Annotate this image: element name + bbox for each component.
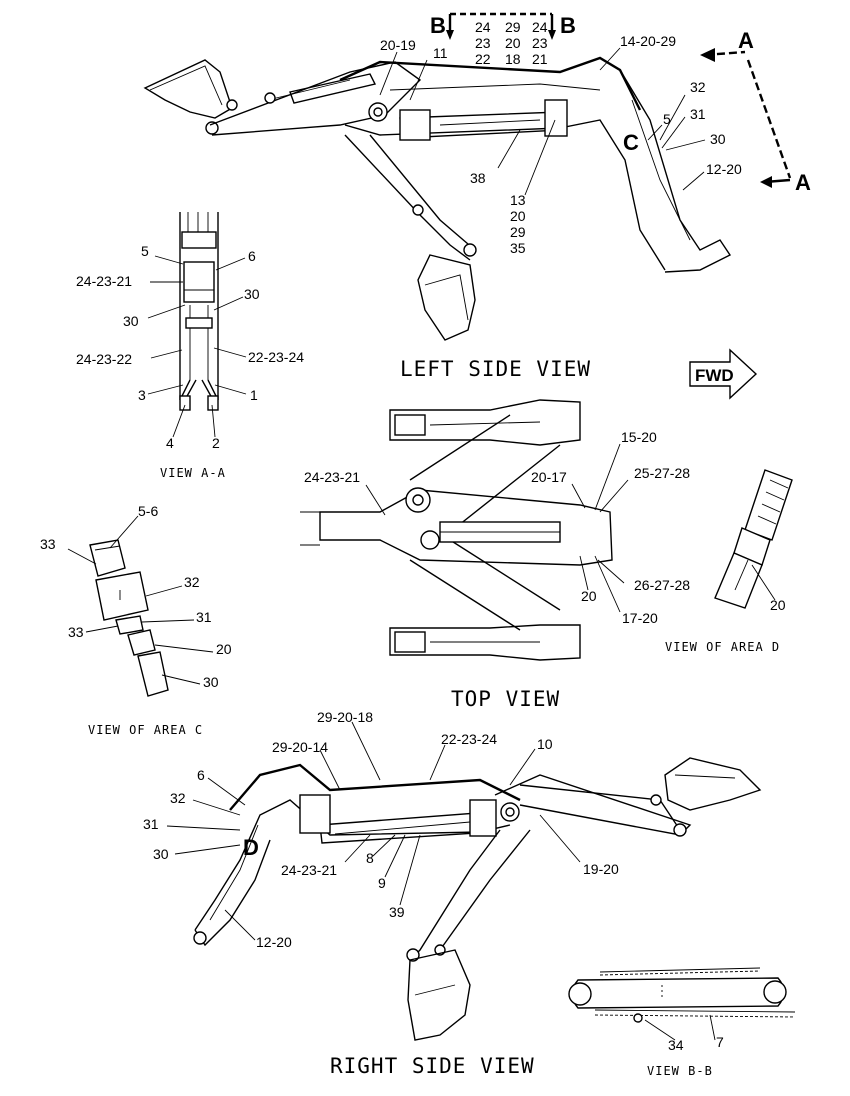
right-callout-12-20: 12-20: [256, 934, 292, 950]
top-callout-24-23-21: 24-23-21: [304, 469, 360, 485]
section-a-bottom-letter: A: [795, 170, 811, 195]
callout-22: 22: [475, 51, 491, 67]
top-callout-26-27-28: 26-27-28: [634, 577, 690, 593]
bb-callout-7: 7: [716, 1034, 724, 1050]
right-callout-32: 32: [170, 790, 186, 806]
section-a-top-letter: A: [738, 28, 754, 53]
callout-20: 20: [505, 35, 521, 51]
right-callout-39: 39: [389, 904, 405, 920]
area-c-callout-33-bottom: 33: [68, 624, 84, 640]
right-side-view-title: RIGHT SIDE VIEW: [330, 1054, 535, 1078]
callout-29: 29: [505, 19, 521, 35]
callout-32: 32: [690, 79, 706, 95]
view-area-c: 5-6 33 32 31 33 20 30 VIEW OF AREA C: [40, 503, 232, 737]
right-callout-9: 9: [378, 875, 386, 891]
view-a-a-title: VIEW A-A: [160, 466, 226, 480]
right-callout-22-23-24: 22-23-24: [441, 731, 497, 747]
callout-20c: 20: [510, 208, 526, 224]
view-b-b: 34 7 VIEW B-B: [568, 967, 796, 1078]
callout-35: 35: [510, 240, 526, 256]
area-d-callout-20: 20: [770, 597, 786, 613]
right-callout-29-20-14: 29-20-14: [272, 739, 328, 755]
bb-callout-34: 34: [668, 1037, 684, 1053]
area-c-callout-31: 31: [196, 609, 212, 625]
aa-callout-6: 6: [248, 248, 256, 264]
left-side-view: B B A A C 24 23 22 29 20 18 24 23 21 20-…: [143, 12, 811, 381]
fwd-label: FWD: [695, 366, 734, 385]
left-side-view-title: LEFT SIDE VIEW: [400, 357, 591, 381]
callout-13: 13: [510, 192, 526, 208]
area-c-callout-32: 32: [184, 574, 200, 590]
top-callout-25-27-28: 25-27-28: [634, 465, 690, 481]
view-a-a: 5 6 24-23-21 30 30 24-23-22 22-23-24 3 1…: [76, 212, 304, 480]
callout-24b: 24: [532, 19, 548, 35]
callout-5: 5: [663, 111, 671, 127]
top-callout-17-20: 17-20: [622, 610, 658, 626]
right-callout-10: 10: [537, 736, 553, 752]
aa-callout-1: 1: [250, 387, 258, 403]
callout-18: 18: [505, 51, 521, 67]
aa-callout-24-23-22: 24-23-22: [76, 351, 132, 367]
aa-callout-30-left: 30: [123, 313, 139, 329]
view-area-d-title: VIEW OF AREA D: [665, 640, 780, 654]
section-b-left-letter: B: [430, 13, 446, 38]
forward-arrow: FWD: [689, 348, 758, 400]
area-d-marker: D: [243, 835, 259, 860]
aa-callout-2: 2: [212, 435, 220, 451]
right-callout-8: 8: [366, 850, 374, 866]
top-callout-15-20: 15-20: [621, 429, 657, 445]
right-callout-24-23-21: 24-23-21: [281, 862, 337, 878]
area-c-callout-20: 20: [216, 641, 232, 657]
callout-31: 31: [690, 106, 706, 122]
aa-callout-3: 3: [138, 387, 146, 403]
area-c-callout-33-top: 33: [40, 536, 56, 552]
view-area-c-title: VIEW OF AREA C: [88, 723, 203, 737]
right-callout-31: 31: [143, 816, 159, 832]
top-callout-20-17: 20-17: [531, 469, 567, 485]
callout-23b: 23: [532, 35, 548, 51]
area-c-callout-5-6: 5-6: [138, 503, 158, 519]
view-area-d: 20 VIEW OF AREA D: [665, 469, 793, 654]
callout-21: 21: [532, 51, 548, 67]
right-callout-19-20: 19-20: [583, 861, 619, 877]
view-b-b-title: VIEW B-B: [647, 1064, 713, 1078]
top-callout-20: 20: [581, 588, 597, 604]
right-callout-29-20-18: 29-20-18: [317, 709, 373, 725]
right-side-view: D 29-20-18 22-23-24 10 29-20-14 6 32 31 …: [143, 709, 762, 1078]
area-c-callout-30: 30: [203, 674, 219, 690]
callout-12-20: 12-20: [706, 161, 742, 177]
callout-24: 24: [475, 19, 491, 35]
section-b-right-letter: B: [560, 13, 576, 38]
top-view: 15-20 24-23-21 20-17 25-27-28 26-27-28 2…: [300, 399, 690, 711]
aa-callout-30-right: 30: [244, 286, 260, 302]
callout-29c: 29: [510, 224, 526, 240]
callout-11: 11: [433, 45, 448, 61]
right-callout-30: 30: [153, 846, 169, 862]
callout-14-20-29: 14-20-29: [620, 33, 676, 49]
aa-callout-22-23-24: 22-23-24: [248, 349, 304, 365]
right-callout-6: 6: [197, 767, 205, 783]
callout-30: 30: [710, 131, 726, 147]
top-view-title: TOP VIEW: [451, 687, 560, 711]
aa-callout-4: 4: [166, 435, 174, 451]
aa-callout-24-23-21: 24-23-21: [76, 273, 132, 289]
aa-callout-5: 5: [141, 243, 149, 259]
callout-20-19: 20-19: [380, 37, 416, 53]
callout-38: 38: [470, 170, 486, 186]
callout-23: 23: [475, 35, 491, 51]
area-c-marker: C: [623, 130, 639, 155]
